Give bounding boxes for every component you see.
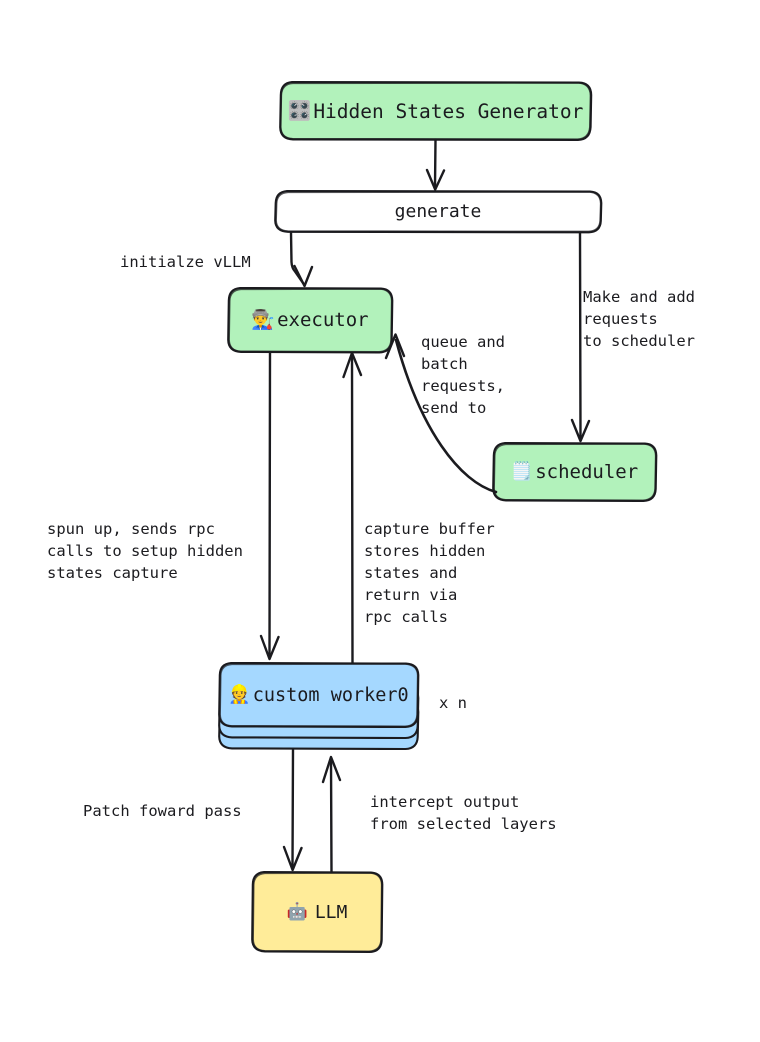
edge-scheduler-to-executor [384, 333, 498, 494]
edge-hsg-to-generate [425, 138, 446, 191]
edge-label-queue-and-batch: queue and batch requests, send to [421, 333, 505, 417]
edge-label-intercept-output: intercept output from selected layers [370, 793, 557, 833]
node-llm[interactable] [251, 870, 384, 954]
edge-label-spun-up-rpc: spun up, sends rpc calls to setup hidden… [47, 520, 243, 582]
node-generate[interactable] [274, 189, 603, 234]
node-scheduler[interactable] [492, 441, 658, 503]
edge-label-initialize-vllm: initialze vLLM [120, 253, 251, 271]
edge-generate-to-executor [289, 231, 314, 288]
edge-executor-to-worker [259, 351, 280, 661]
edge-worker-to-executor [342, 351, 363, 665]
edge-worker-to-llm [282, 747, 303, 872]
edge-llm-to-worker [321, 755, 342, 874]
worker-multiplier-label: x n [439, 694, 467, 712]
edge-label-patch-forward-pass: Patch foward pass [83, 802, 242, 820]
node-executor[interactable] [227, 286, 394, 354]
node-custom-worker0[interactable] [218, 661, 420, 751]
edge-label-capture-buffer: capture buffer stores hidden states and … [364, 520, 495, 626]
node-hidden-states-generator[interactable] [279, 80, 593, 142]
edge-generate-to-scheduler [570, 231, 591, 443]
edge-label-make-and-add-requests: Make and add requests to scheduler [583, 288, 695, 350]
